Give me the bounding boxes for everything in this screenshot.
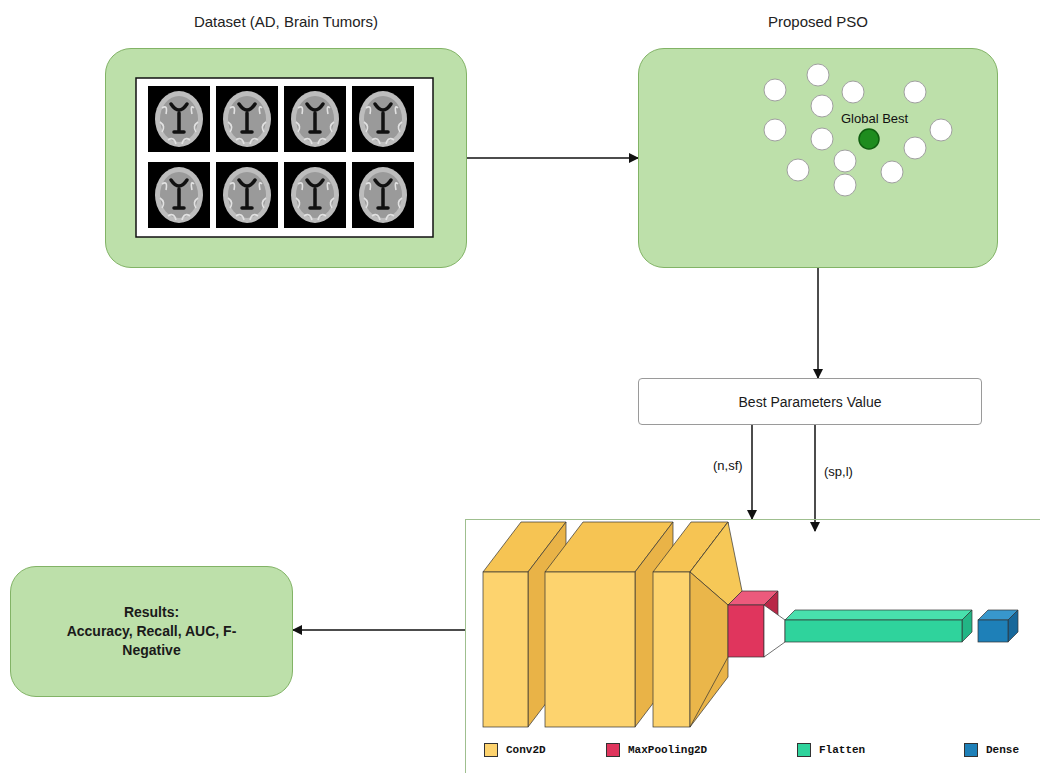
flatten-funnel [764, 605, 785, 657]
arrow-connector [817, 268, 819, 378]
particle [881, 161, 903, 183]
mri-image [284, 86, 346, 152]
mri-image [216, 162, 278, 228]
legend-swatch [606, 743, 620, 757]
arrow-connector [467, 157, 638, 159]
mri-thumbnails [136, 78, 433, 237]
particle [842, 81, 864, 103]
conv2d-block [653, 522, 728, 727]
particle-swarm [764, 64, 952, 196]
mri-image [148, 86, 210, 152]
legend-swatch [797, 743, 811, 757]
results-box: Results:Accuracy, Recall, AUC, F-Negativ… [10, 566, 293, 697]
edge-label: (sp,l) [823, 464, 854, 479]
particle [834, 150, 856, 172]
particle [764, 119, 786, 141]
flatten-block [785, 610, 972, 642]
particle [904, 137, 926, 159]
box-text: Results: [124, 603, 179, 622]
legend-label: MaxPooling2D [628, 744, 707, 756]
pooling-funnel [690, 522, 742, 727]
dense-block [978, 610, 1018, 642]
image-frame [136, 78, 433, 237]
mri-image [216, 86, 278, 152]
annotation-label: Global Best [841, 111, 908, 126]
box-text: Best Parameters Value [739, 394, 882, 410]
mri-image [284, 162, 346, 228]
legend-swatch [964, 743, 978, 757]
particle [930, 119, 952, 141]
mri-image [352, 162, 414, 228]
legend-swatch [484, 743, 498, 757]
particle [811, 95, 833, 117]
maxpooling-block [728, 591, 778, 657]
box-heading: Dataset (AD, Brain Tumors) [86, 13, 486, 30]
particle [904, 81, 926, 103]
global-best-particle [859, 129, 879, 149]
box-heading: Proposed PSO [619, 13, 1017, 30]
particle [811, 128, 833, 150]
arrow-connector [751, 425, 753, 519]
particle [764, 79, 786, 101]
cnn-model [483, 522, 1018, 727]
legend-label: Flatten [819, 744, 865, 756]
edge-label: (n,sf) [712, 458, 744, 473]
box-text: Accuracy, Recall, AUC, F-Negative [57, 622, 247, 660]
cnn-panel [465, 519, 1040, 773]
dataset-box: Dataset (AD, Brain Tumors) [105, 48, 467, 268]
legend-label: Conv2D [506, 744, 546, 756]
mri-image [352, 86, 414, 152]
arrow-connector [814, 425, 816, 531]
conv2d-block [545, 522, 673, 727]
pso-box: Proposed PSO [638, 48, 998, 268]
arrow-connector [293, 629, 465, 631]
parameters-box: Best Parameters Value [638, 378, 982, 425]
mri-image [148, 162, 210, 228]
particle [787, 159, 809, 181]
legend-label: Dense [986, 744, 1019, 756]
conv2d-block [483, 522, 566, 727]
particle [834, 174, 856, 196]
particle [807, 64, 829, 86]
